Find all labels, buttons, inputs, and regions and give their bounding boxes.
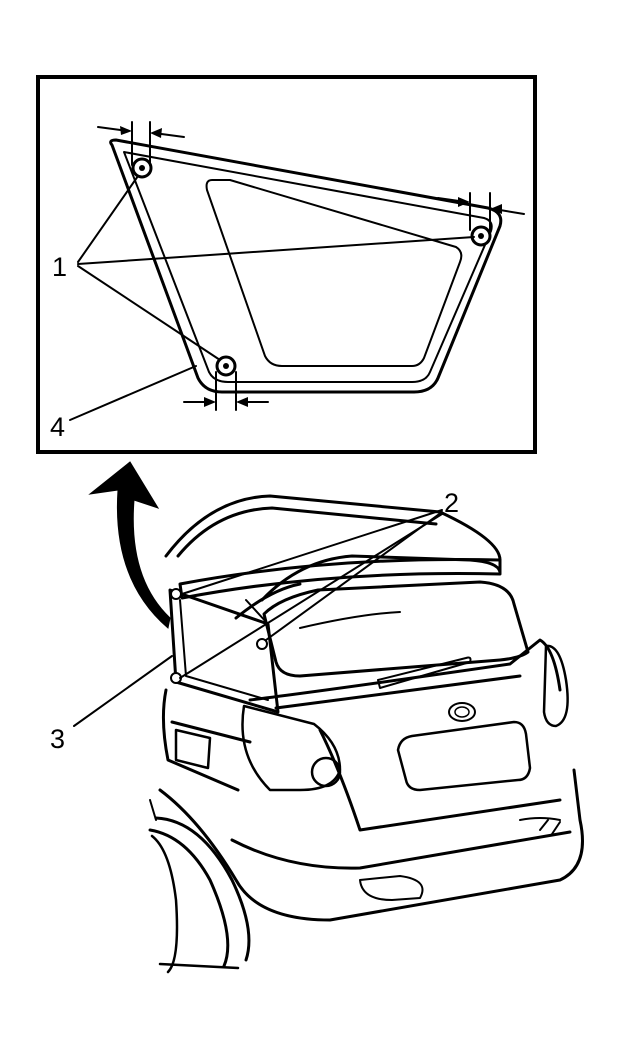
stud-upper-left — [131, 157, 153, 179]
leader-lines-1 — [77, 175, 475, 361]
dimension-marker-right — [437, 192, 525, 231]
inset-detail: 1 4 — [36, 75, 537, 454]
glass-panel-outer — [109, 138, 503, 394]
stud-right — [470, 225, 492, 247]
dimension-marker-lower — [183, 371, 269, 411]
leader-lines-2 — [179, 509, 443, 679]
detail-arrow — [88, 461, 171, 629]
vehicle-rear — [148, 494, 584, 974]
inset-frame — [36, 75, 537, 454]
leader-line-3 — [73, 655, 173, 727]
callout-1: 1 — [52, 252, 67, 282]
callout-4: 4 — [50, 412, 65, 442]
vehicle-stud-mid — [256, 638, 268, 650]
glass-window — [205, 179, 463, 367]
dimension-marker-upper-left — [97, 121, 185, 166]
callout-2: 2 — [444, 488, 459, 518]
stud-lower — [215, 355, 237, 377]
leader-line-4 — [69, 365, 197, 421]
vehicle-stud-upper — [170, 588, 182, 600]
callout-3: 3 — [50, 724, 65, 754]
